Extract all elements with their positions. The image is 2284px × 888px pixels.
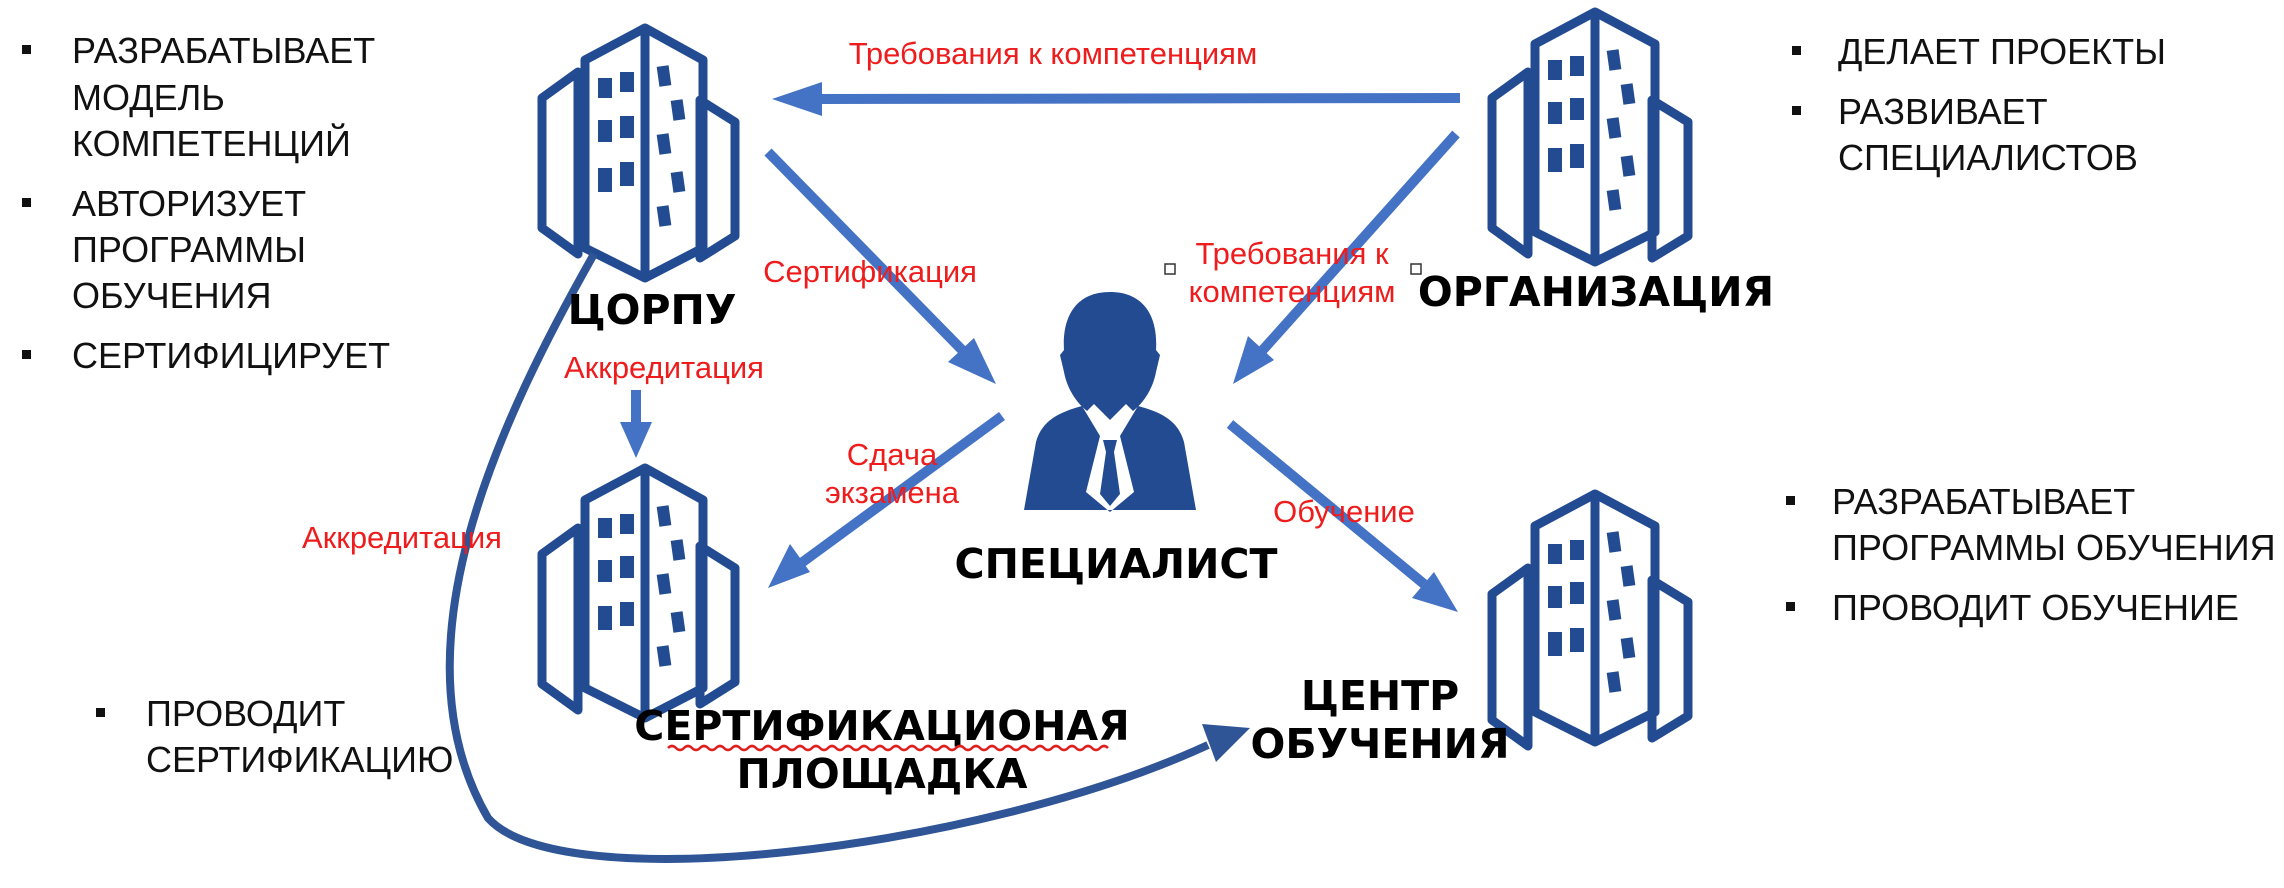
specialist-businessman-icon	[1024, 292, 1196, 512]
corpu-bullet-1-line-1: РАЗРАБАТЫВАЕТ	[72, 30, 375, 71]
label-corpu-to-cert-site: Аккредитация	[564, 350, 764, 385]
training-center-title-line-1: ЦЕНТР	[1301, 672, 1459, 720]
corpu-bullet-1-line-3: КОМПЕТЕНЦИЙ	[72, 122, 351, 164]
arrow-corpu-to-training-curve	[445, 252, 1250, 863]
organization-building-icon	[1487, 7, 1693, 267]
arrow-specialist-to-cert-site	[768, 411, 1005, 588]
bullet-marker	[1786, 602, 1795, 611]
corpu-bullet-list: РАЗРАБАТЫВАЕТ МОДЕЛЬ КОМПЕТЕНЦИЙ АВТОРИЗ…	[22, 30, 390, 376]
label-org-to-specialist-line-2: компетенциям	[1189, 274, 1396, 309]
organization-bullet-2-line-2: СПЕЦИАЛИСТОВ	[1838, 137, 2138, 178]
spellcheck-underline	[667, 744, 1109, 752]
training-center-building-icon	[1487, 489, 1693, 751]
training-center-title-line-2: ОБУЧЕНИЯ	[1250, 720, 1509, 768]
cert-site-bullet-list: ПРОВОДИТ СЕРТИФИКАЦИЮ	[96, 693, 453, 780]
label-specialist-to-cert-site-line-2: экзамена	[825, 475, 960, 510]
bullet-marker	[22, 45, 31, 54]
selection-handle-right	[1410, 263, 1422, 275]
corpu-bullet-3-line-1: СЕРТИФИЦИРУЕТ	[72, 335, 390, 376]
cert-site-bullet-1-line-1: ПРОВОДИТ	[146, 693, 345, 734]
corpu-bullet-2-line-3: ОБУЧЕНИЯ	[72, 275, 272, 316]
cert-site-title-line-2: ПЛОЩАДКА	[736, 750, 1027, 798]
training-bullet-1-line-2: ПРОГРАММЫ ОБУЧЕНИЯ	[1832, 527, 2276, 568]
label-corpu-to-specialist: Сертификация	[763, 254, 977, 289]
bullet-marker	[22, 350, 31, 359]
cert-site-building-icon	[537, 463, 740, 723]
organization-bullet-list: ДЕЛАЕТ ПРОЕКТЫ РАЗВИВАЕТ СПЕЦИАЛИСТОВ	[1792, 31, 2166, 178]
organization-bullet-2-line-1: РАЗВИВАЕТ	[1838, 91, 2048, 132]
arrow-corpu-to-cert-site	[620, 390, 652, 458]
training-center-bullet-list: РАЗРАБАТЫВАЕТ ПРОГРАММЫ ОБУЧЕНИЯ ПРОВОДИ…	[1786, 481, 2276, 628]
bullet-marker	[1792, 106, 1801, 115]
arrow-org-to-corpu	[772, 82, 1461, 116]
corpu-bullet-2-line-2: ПРОГРАММЫ	[72, 229, 306, 270]
corpu-bullet-2-line-1: АВТОРИЗУЕТ	[72, 183, 306, 224]
specialist-title: СПЕЦИАЛИСТ	[955, 540, 1278, 588]
label-org-to-specialist-line-1: Требования к	[1195, 236, 1389, 271]
cert-site-bullet-1-line-2: СЕРТИФИКАЦИЮ	[146, 739, 453, 780]
arrow-corpu-to-specialist	[764, 148, 996, 384]
corpu-building-icon	[537, 23, 740, 283]
label-org-to-corpu: Требования к компетенциям	[849, 36, 1258, 71]
bullet-marker	[1792, 46, 1801, 55]
corpu-title: ЦОРПУ	[568, 286, 737, 334]
label-specialist-to-cert-site-line-1: Сдача	[847, 437, 938, 472]
organization-title: ОРГАНИЗАЦИЯ	[1418, 268, 1774, 316]
corpu-bullet-1-line-2: МОДЕЛЬ	[72, 77, 225, 118]
selection-handle-left	[1164, 263, 1176, 275]
label-corpu-to-training: Аккредитация	[302, 520, 502, 555]
arrow-org-to-specialist	[1233, 130, 1460, 384]
organization-bullet-1-line-1: ДЕЛАЕТ ПРОЕКТЫ	[1838, 31, 2166, 72]
training-bullet-2-line-1: ПРОВОДИТ ОБУЧЕНИЕ	[1832, 587, 2239, 628]
cert-site-title-line-1: СЕРТИФИКАЦИОНАЯ	[634, 702, 1129, 750]
arrow-specialist-to-training	[1226, 420, 1458, 612]
label-specialist-to-training: Обучение	[1273, 494, 1415, 529]
bullet-marker	[1786, 496, 1795, 505]
bullet-marker	[96, 708, 105, 717]
training-bullet-1-line-1: РАЗРАБАТЫВАЕТ	[1832, 481, 2135, 522]
bullet-marker	[22, 198, 31, 207]
